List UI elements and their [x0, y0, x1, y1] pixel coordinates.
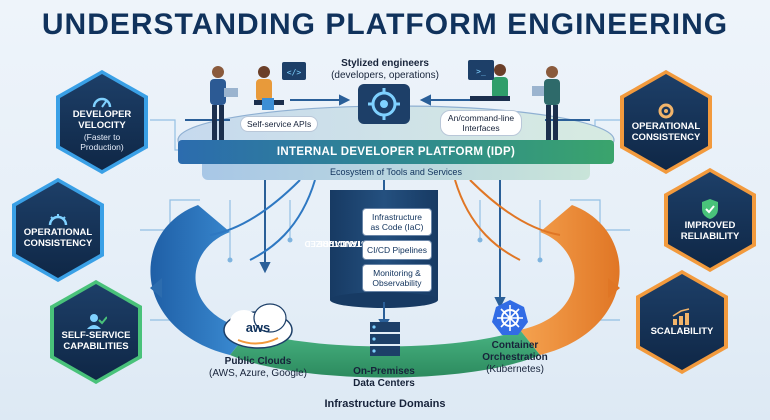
core-item-monitoring: Monitoring &Observability — [362, 264, 432, 292]
ring-segment-orange — [520, 205, 620, 355]
growth-chart-icon — [672, 307, 690, 325]
shield-check-icon — [702, 199, 718, 219]
aws-cloud-icon — [223, 303, 293, 349]
aws-logo-text: aws — [245, 320, 271, 335]
platform-gear-icon — [358, 84, 410, 124]
page-title: UNDERSTANDING PLATFORM ENGINEERING — [41, 8, 729, 41]
core-item-cicd: CI/CD Pipelines — [362, 240, 432, 260]
svg-text:>_: >_ — [476, 67, 486, 76]
server-rack-icon — [370, 322, 400, 356]
self-service-apis-label: Self-service APIs — [240, 116, 319, 132]
engineer-left-standing — [210, 66, 238, 143]
cli-interfaces-label: An/command-line Interfaces — [440, 110, 522, 136]
speedometer-icon — [92, 97, 112, 108]
idp-band: INTERNAL DEVELOPER PLATFORM (IDP) — [178, 140, 614, 164]
svg-text:</>: </> — [287, 68, 302, 77]
domain-containers: Container Orchestration (Kubernetes) — [482, 340, 548, 375]
kubernetes-icon — [492, 300, 528, 335]
domain-public-clouds: Public Clouds (AWS, Azure, Google) — [209, 356, 307, 379]
ring-segment-blue — [150, 205, 250, 355]
ecosystem-band: Ecosystem of Tools and Services — [202, 164, 590, 180]
engineer-right-seated: >_ — [468, 60, 510, 101]
engineers-caption: Stylized engineers (developers, operatio… — [331, 58, 439, 81]
gauge-icon — [48, 214, 68, 226]
domain-on-premises: On-Premises Data Centers — [353, 366, 415, 389]
gear-icon — [658, 103, 674, 119]
user-check-icon — [87, 314, 107, 329]
engineer-right-standing — [532, 66, 560, 143]
engineer-left-seated: </> — [254, 62, 306, 110]
infrastructure-domains-footer: Infrastructure Domains — [324, 398, 446, 410]
